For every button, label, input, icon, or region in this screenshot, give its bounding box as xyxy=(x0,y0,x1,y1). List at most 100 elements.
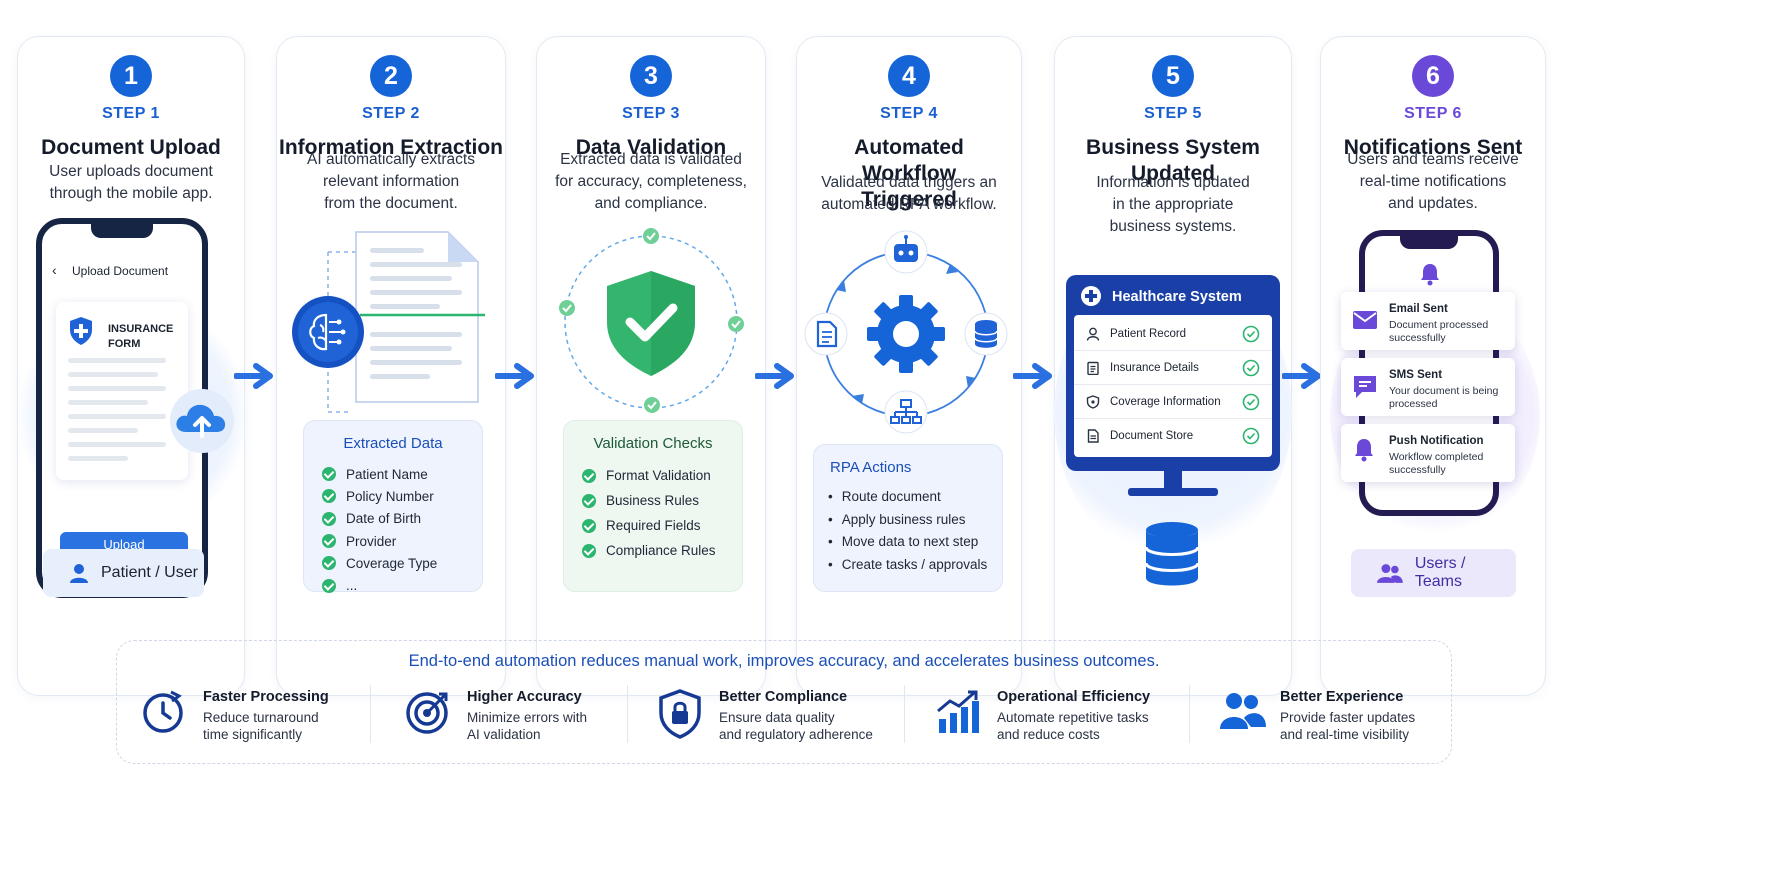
step-desc-5: Information is updated in the appropriat… xyxy=(1096,174,1250,235)
system-row: Patient Record xyxy=(1074,317,1272,351)
list-item: Coverage Type xyxy=(322,552,437,574)
check-circle-icon xyxy=(582,543,596,558)
system-row: Document Store xyxy=(1074,419,1272,453)
clipboard-icon xyxy=(1087,361,1099,375)
step-title-2: Information Extraction xyxy=(278,136,504,159)
list-item: Format Validation xyxy=(582,463,716,488)
form-line xyxy=(68,372,158,377)
list-item: Patient Name xyxy=(322,463,437,485)
extracted-data-panel: Extracted Data Patient Name Policy Numbe… xyxy=(303,420,483,593)
benefit-divider xyxy=(1189,685,1190,743)
validation-shield-illustration xyxy=(559,228,744,413)
validation-checks-title: Validation Checks xyxy=(593,435,713,452)
system-row: Insurance Details xyxy=(1074,351,1272,385)
step-title-3: Data Validation xyxy=(575,136,727,159)
notification-push: Push Notification Workflow completed suc… xyxy=(1341,424,1515,482)
document-extraction-illustration xyxy=(327,231,485,413)
check-circle-icon xyxy=(322,467,336,482)
validation-checks-panel: Validation Checks Format Validation Busi… xyxy=(563,420,743,592)
list-item: ... xyxy=(322,574,437,596)
form-line xyxy=(68,386,166,391)
step-label-1: STEP 1 xyxy=(102,105,160,122)
check-circle-icon xyxy=(582,493,596,508)
form-line xyxy=(68,414,166,419)
bell-icon xyxy=(1355,439,1373,462)
step-label-2: STEP 2 xyxy=(362,105,420,122)
robot-icon xyxy=(884,230,928,274)
users-icon xyxy=(1220,693,1266,729)
form-line xyxy=(68,442,166,447)
check-circle-outline-icon xyxy=(1242,359,1260,376)
step-label-6: STEP 6 xyxy=(1404,105,1462,122)
users-icon xyxy=(1377,564,1403,583)
step-number-1: 1 xyxy=(110,55,152,97)
step-number-2: 2 xyxy=(370,55,412,97)
extracted-data-list: Patient Name Policy Number Date of Birth… xyxy=(322,463,437,597)
user-outline-icon xyxy=(1086,327,1100,341)
document-icon xyxy=(804,312,848,356)
healthcare-system-monitor: Healthcare System Patient Record Insuran… xyxy=(1066,275,1280,471)
form-title: INSURANCE FORM xyxy=(108,323,174,350)
medical-cross-icon xyxy=(1081,286,1101,306)
list-item: Route document xyxy=(828,489,987,512)
database-icon xyxy=(964,312,1008,356)
step-label-4: STEP 4 xyxy=(880,105,938,122)
user-icon xyxy=(70,564,88,583)
database-icon xyxy=(1144,522,1200,586)
step-title-4: Automated Workflow Triggered xyxy=(854,136,964,211)
list-item: Business Rules xyxy=(582,488,716,513)
check-circle-outline-icon xyxy=(1242,325,1260,342)
step-label-5: STEP 5 xyxy=(1144,105,1202,122)
list-item: Move data to next step xyxy=(828,534,987,557)
check-circle-icon xyxy=(582,468,596,483)
system-row: Coverage Information xyxy=(1074,385,1272,419)
check-circle-outline-icon xyxy=(1242,427,1260,445)
step-title-5: Business System Updated xyxy=(1086,136,1260,185)
benefit-higher-accuracy: Higher Accuracy Minimize errors with AI … xyxy=(383,685,633,745)
users-teams-badge: Users / Teams xyxy=(1351,549,1516,597)
check-circle-icon xyxy=(322,489,336,504)
validation-checks-list: Format Validation Business Rules Require… xyxy=(582,463,716,563)
step-number-5: 5 xyxy=(1152,55,1194,97)
bar-chart-growth-icon xyxy=(937,690,979,733)
chevron-left-icon[interactable]: ‹ xyxy=(52,262,57,278)
step-desc-2: AI automatically extracts relevant infor… xyxy=(307,151,475,212)
system-records-panel: Patient Record Insurance Details Coverag… xyxy=(1074,315,1272,457)
benefit-divider xyxy=(904,685,905,743)
insurance-form-card: INSURANCE FORM xyxy=(56,302,188,480)
benefit-divider xyxy=(370,685,371,743)
cloud-upload-icon xyxy=(170,389,234,453)
bell-icon xyxy=(1421,264,1439,286)
upload-screen-title: Upload Document xyxy=(72,264,169,278)
step-desc-1: User uploads document through the mobile… xyxy=(49,163,213,202)
form-line xyxy=(68,358,166,363)
phone-notch xyxy=(1400,236,1458,249)
document-outline-icon xyxy=(1087,429,1099,443)
step-desc-4: Validated data triggers an automated RPA… xyxy=(821,174,997,213)
form-line xyxy=(68,456,128,461)
form-line xyxy=(68,428,138,433)
notification-email: Email Sent Document processed successful… xyxy=(1341,292,1515,350)
check-circle-outline-icon xyxy=(1242,393,1260,410)
step-number-6: 6 xyxy=(1412,55,1454,97)
check-circle-icon xyxy=(322,534,336,549)
step-label-3: STEP 3 xyxy=(622,105,680,122)
benefit-better-experience: Better Experience Provide faster updates… xyxy=(1196,685,1446,745)
arrow-right-icon xyxy=(1013,363,1052,389)
list-item: Compliance Rules xyxy=(582,538,716,563)
list-item: Required Fields xyxy=(582,513,716,538)
benefit-divider xyxy=(627,685,628,743)
check-circle-icon xyxy=(322,511,336,526)
step-desc-3: Extracted data is validated for accuracy… xyxy=(555,151,747,212)
list-item: Apply business rules xyxy=(828,512,987,535)
form-line xyxy=(68,400,148,405)
arrow-right-icon xyxy=(495,363,534,389)
gear-icon xyxy=(867,295,945,373)
notification-sms: SMS Sent Your document is being processe… xyxy=(1341,358,1515,416)
monitor-stand xyxy=(1128,470,1218,496)
check-circle-icon xyxy=(322,578,336,593)
benefit-better-compliance: Better Compliance Ensure data quality an… xyxy=(635,685,905,745)
benefit-operational-efficiency: Operational Efficiency Automate repetiti… xyxy=(913,685,1183,745)
check-circle-icon xyxy=(582,518,596,533)
shield-outline-icon xyxy=(1086,394,1100,409)
